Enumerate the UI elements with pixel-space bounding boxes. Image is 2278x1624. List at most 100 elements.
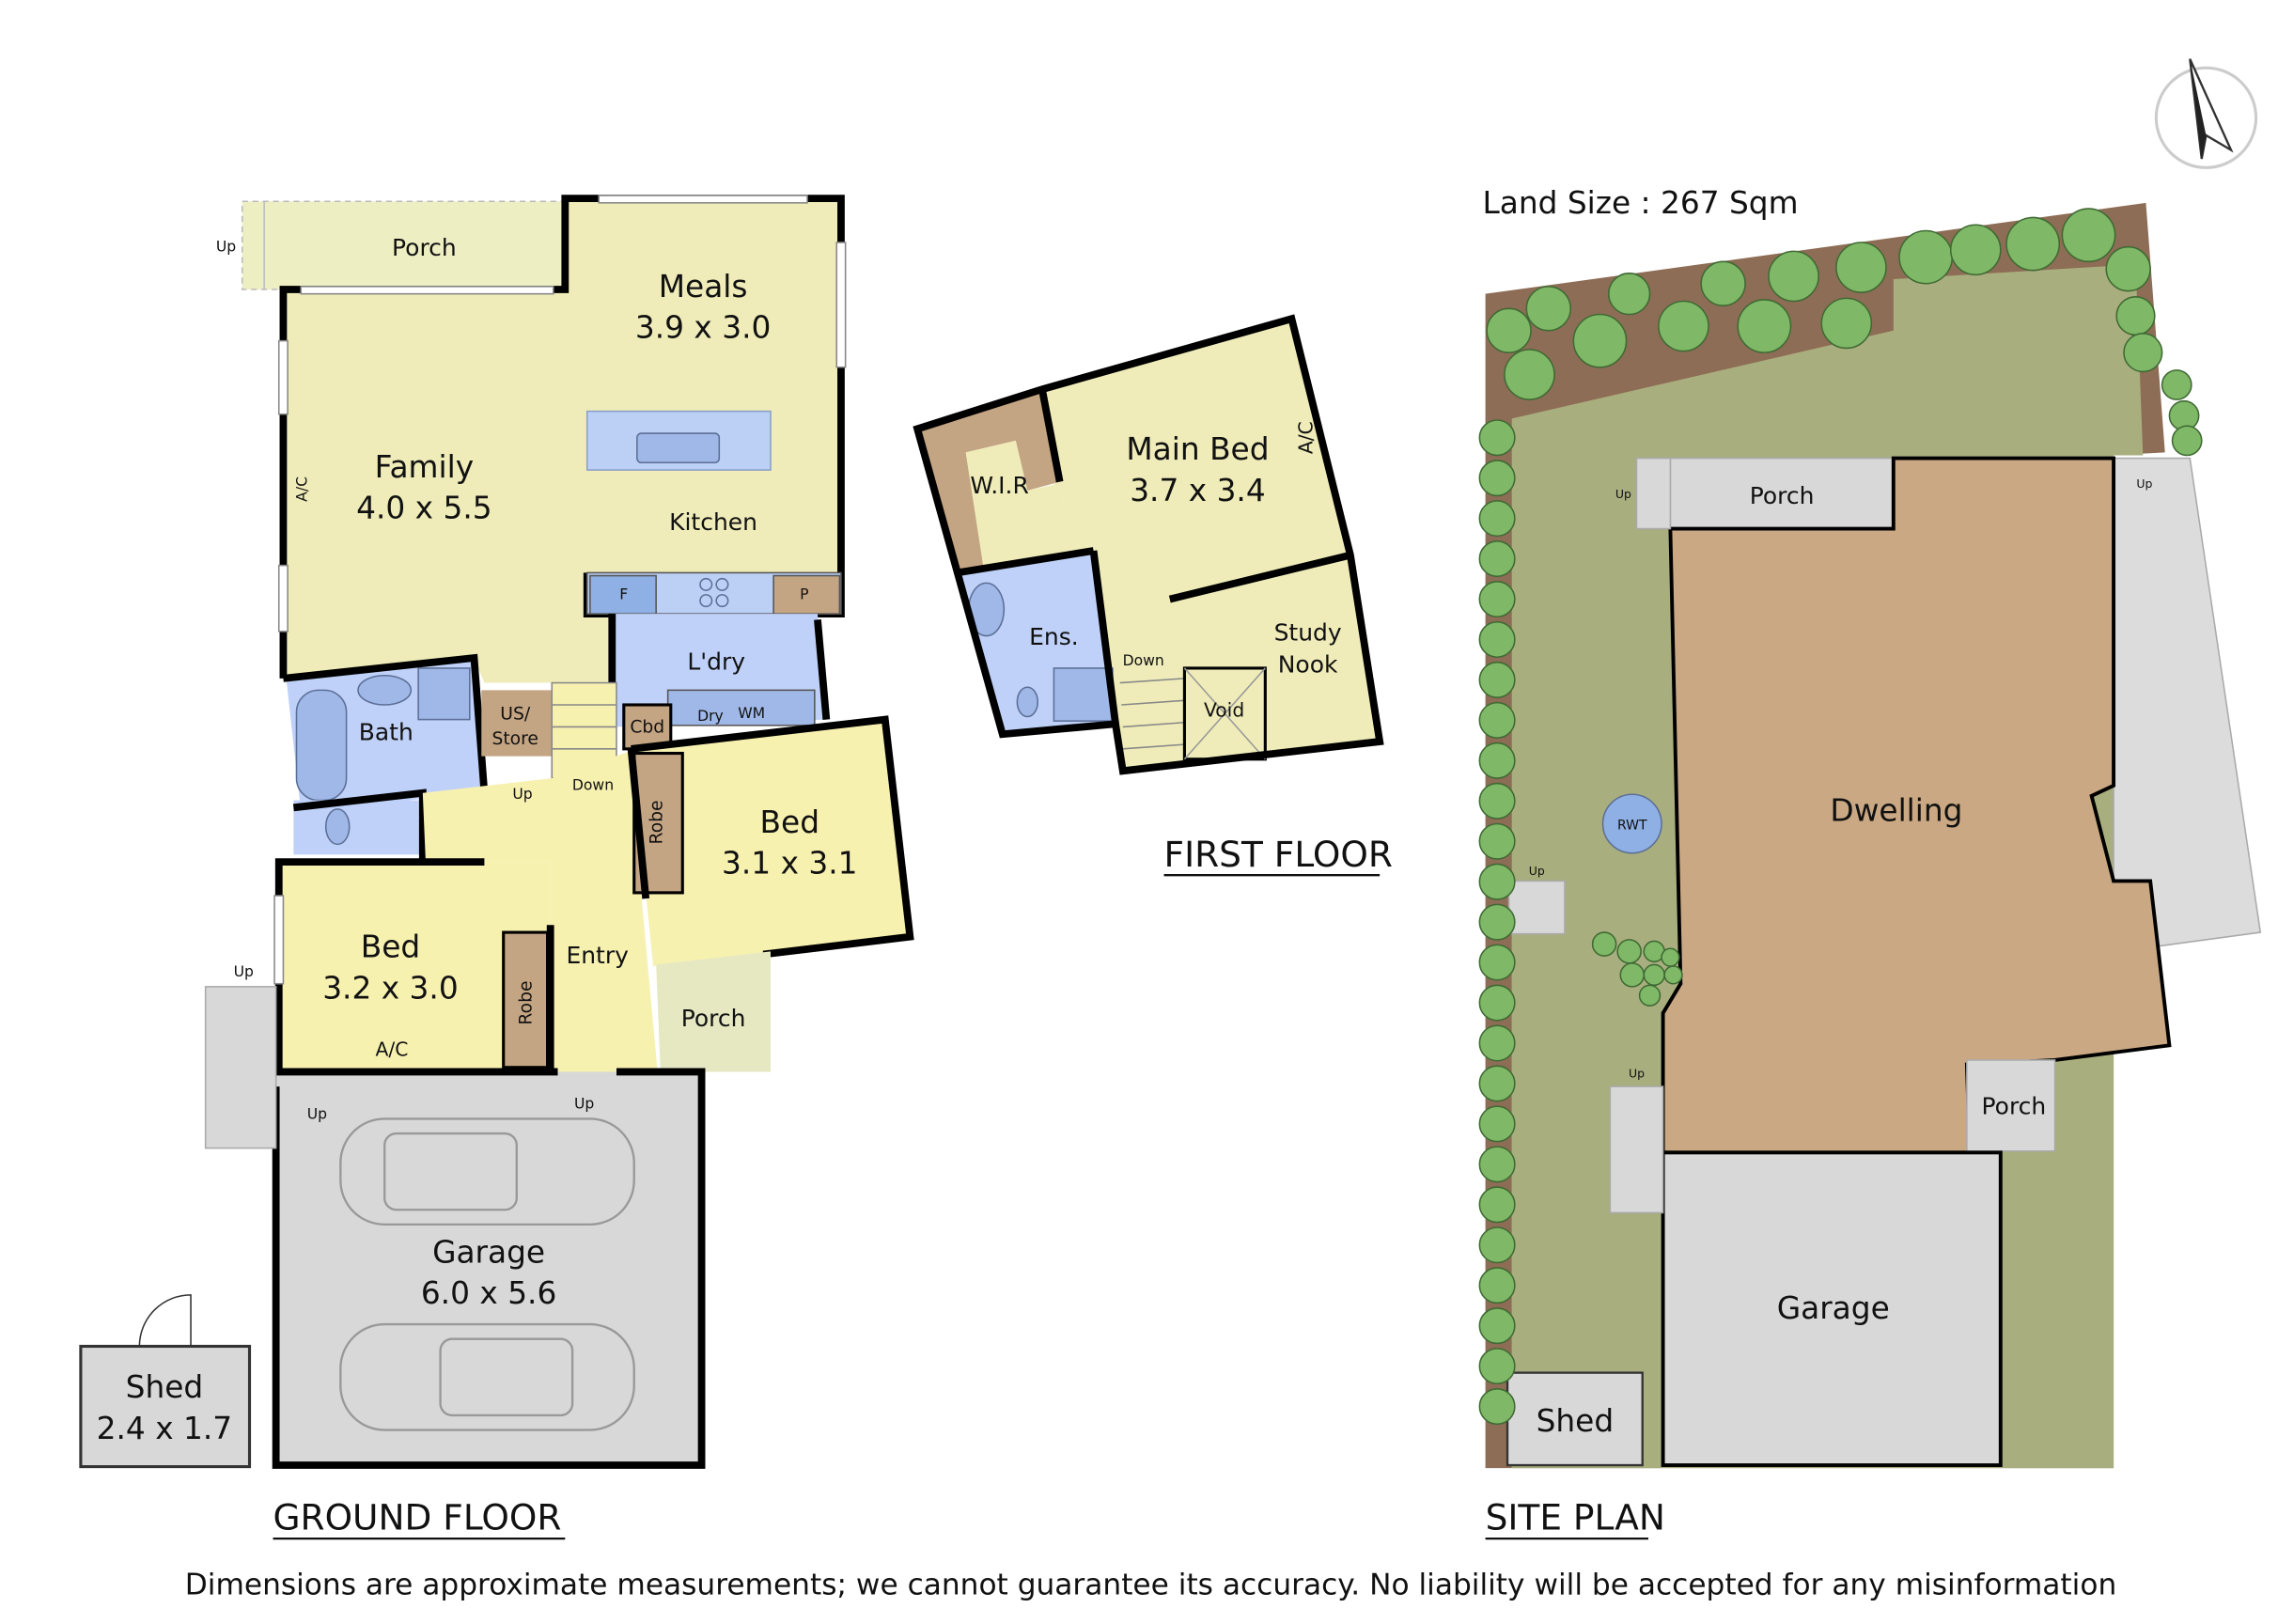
rainwater-tank [1601, 793, 1662, 854]
ground-floor-title: GROUND FLOOR [273, 1497, 562, 1538]
kitchen-label: Kitchen [669, 508, 757, 536]
tree-icon [1820, 297, 1873, 350]
site-porch-top-label: Porch [1750, 482, 1815, 509]
tree-icon [1478, 1024, 1516, 1062]
porch-top [1669, 457, 1895, 530]
tree-icon [1486, 307, 1532, 353]
us-store [481, 690, 553, 757]
bed2-label: Bed [760, 804, 819, 840]
land-size: Land Size : 267 Sqm [1482, 185, 1798, 221]
washer-label: WM [738, 705, 765, 722]
north-arrow-icon [2154, 58, 2258, 169]
study-label-2: Nook [1278, 651, 1338, 679]
dryer-label: Dry [697, 708, 724, 725]
site-up-4: Up [1629, 1067, 1645, 1081]
family-label: Family [375, 449, 474, 485]
site-plan-title: SITE PLAN [1486, 1497, 1665, 1538]
site-up-1: Up [1615, 487, 1631, 501]
tree-icon [1478, 701, 1516, 739]
site-garage-label: Garage [1777, 1290, 1890, 1326]
site-shed [1506, 1371, 1644, 1467]
car-icon [339, 1117, 635, 1431]
tree-icon [1504, 349, 1555, 400]
disclaimer: Dimensions are approximate measurements;… [185, 1568, 2116, 1601]
tree-icon [2123, 333, 2163, 373]
tree-icon [1478, 1146, 1516, 1183]
tree-icon [1478, 540, 1516, 578]
shed-size: 2.4 x 1.7 [97, 1411, 233, 1446]
site-up-3: Up [1529, 864, 1545, 878]
tree-icon [2171, 425, 2203, 457]
cbd-label: Cbd [630, 718, 664, 738]
tree-icon [1478, 1307, 1516, 1345]
tree-icon [2115, 296, 2156, 336]
steps-side [204, 986, 277, 1149]
site-porch-side-label: Porch [1982, 1093, 2047, 1120]
meals-size: 3.9 x 3.0 [635, 310, 772, 346]
shed-label: Shed [126, 1369, 204, 1405]
tree-icon [1768, 250, 1819, 303]
ensuite-label: Ens. [1029, 623, 1079, 650]
main-bed [1041, 319, 1350, 615]
wir-label: W.I.R [970, 472, 1028, 499]
garage [275, 1071, 702, 1466]
side-up-label: Up [234, 963, 254, 980]
tree-icon [1616, 939, 1642, 964]
side-up-label-2: Up [307, 1105, 327, 1122]
toilet-icon [324, 808, 351, 846]
main-bed-label: Main Bed [1126, 431, 1269, 467]
entry-label: Entry [566, 942, 629, 969]
ac-main-bed-label: A/C [1294, 421, 1317, 454]
family-size: 4.0 x 5.5 [356, 491, 492, 526]
wir [917, 389, 1060, 573]
down-label: Down [1123, 652, 1164, 669]
laundry-label: L'dry [687, 648, 745, 676]
tree-icon [1478, 1186, 1516, 1224]
garage-up-label: Up [574, 1095, 594, 1112]
store-label-2: Store [491, 729, 538, 749]
shower-ens-icon [1053, 667, 1114, 722]
tree-icon [2161, 369, 2192, 400]
steps-2 [1609, 1085, 1664, 1214]
bed3-size: 3.2 x 3.0 [322, 970, 459, 1006]
porch-side [1966, 1059, 2056, 1152]
porch-rear-label: Porch [392, 234, 457, 261]
stairs-up-label: Up [512, 786, 532, 803]
porch-front [656, 951, 771, 1072]
tree-icon [1478, 1348, 1516, 1385]
tree-icon [1737, 299, 1792, 353]
shed [79, 1344, 252, 1469]
up-label: Up [216, 238, 236, 255]
tree-icon [1658, 300, 1709, 352]
tree-icon [1619, 962, 1646, 988]
ac-family-label: A/C [293, 476, 310, 502]
tree-icon [1478, 419, 1516, 457]
tree-icon [1478, 1267, 1516, 1304]
fridge [589, 574, 657, 615]
wir-inner [965, 440, 1094, 568]
robe-bed3-label: Robe [516, 981, 536, 1025]
tree-icon [1638, 984, 1662, 1007]
tree-icon [1835, 242, 1887, 293]
tree-icon [1643, 963, 1665, 987]
toilet-ens-icon [1016, 686, 1039, 718]
tree-icon [1608, 273, 1651, 316]
tree-icon [1478, 500, 1516, 538]
ac-bed3-label: A/C [376, 1038, 409, 1060]
tree-icon [1478, 903, 1516, 941]
void-label: Void [1204, 698, 1244, 721]
tree-icon [1478, 1388, 1516, 1426]
site-up-2: Up [2136, 476, 2152, 491]
entry-hall [422, 751, 658, 1072]
steps-3 [1635, 457, 1672, 530]
meals-label: Meals [659, 269, 748, 304]
first-floor-title: FIRST FLOOR [1164, 834, 1393, 875]
tree-icon [1591, 931, 1617, 957]
bathtub-icon [295, 689, 348, 802]
tree-icon [1949, 224, 2002, 276]
neighbour-driveway [2113, 457, 2262, 948]
basin-icon [357, 674, 413, 706]
dwelling-label: Dwelling [1830, 792, 1962, 828]
shower-icon [417, 667, 471, 721]
bed3-label: Bed [361, 929, 420, 965]
